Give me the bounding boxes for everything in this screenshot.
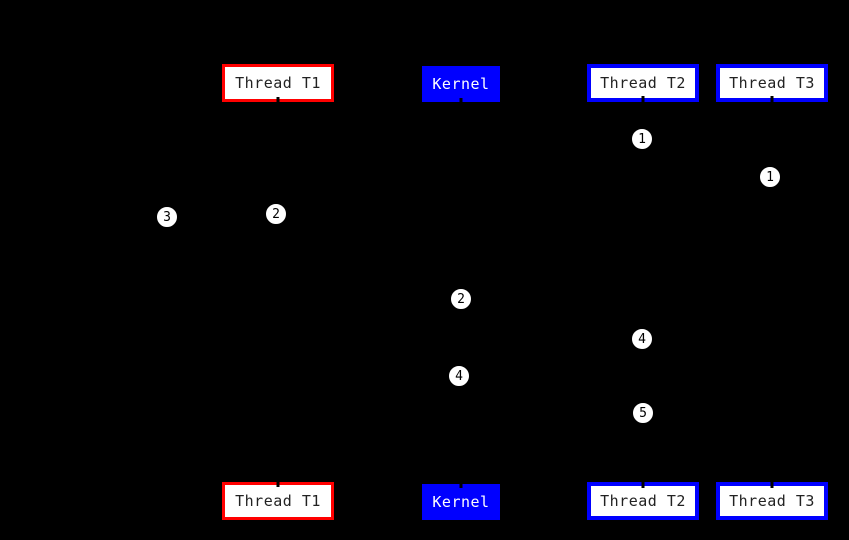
step-marker-4-right: 4 <box>631 328 653 350</box>
actor-box-thread-t3-top: Thread T3 <box>716 64 828 102</box>
step-marker-3-left: 3 <box>156 206 178 228</box>
actor-label: Thread T3 <box>729 74 815 92</box>
actor-label: Kernel <box>432 493 490 511</box>
actor-box-thread-t1-bottom: Thread T1 <box>222 482 334 520</box>
lifeline-notch <box>276 97 280 102</box>
actor-box-thread-t2-top: Thread T2 <box>587 64 699 102</box>
lifeline-notch <box>641 482 645 488</box>
actor-label: Thread T3 <box>729 492 815 510</box>
lifeline-notch <box>770 96 774 102</box>
step-marker-4-middle: 4 <box>448 365 470 387</box>
actor-box-thread-t3-bottom: Thread T3 <box>716 482 828 520</box>
actor-box-thread-t1-top: Thread T1 <box>222 64 334 102</box>
step-marker-5-right: 5 <box>632 402 654 424</box>
actor-label: Thread T2 <box>600 74 686 92</box>
actor-label: Thread T1 <box>235 492 321 510</box>
actor-box-kernel-top: Kernel <box>422 66 500 102</box>
actor-box-thread-t2-bottom: Thread T2 <box>587 482 699 520</box>
step-marker-2-middle: 2 <box>450 288 472 310</box>
actor-label: Thread T2 <box>600 492 686 510</box>
lifeline-notch <box>641 96 645 102</box>
lifeline-notch <box>770 482 774 488</box>
step-marker-1-thread-t2: 1 <box>631 128 653 150</box>
step-marker-2-left: 2 <box>265 203 287 225</box>
lifeline-notch <box>459 484 463 488</box>
actor-label: Kernel <box>432 75 490 93</box>
actor-box-kernel-bottom: Kernel <box>422 484 500 520</box>
lifeline-notch <box>459 98 463 102</box>
lifeline-notch <box>276 482 280 487</box>
actor-label: Thread T1 <box>235 74 321 92</box>
step-marker-1-thread-t3: 1 <box>759 166 781 188</box>
